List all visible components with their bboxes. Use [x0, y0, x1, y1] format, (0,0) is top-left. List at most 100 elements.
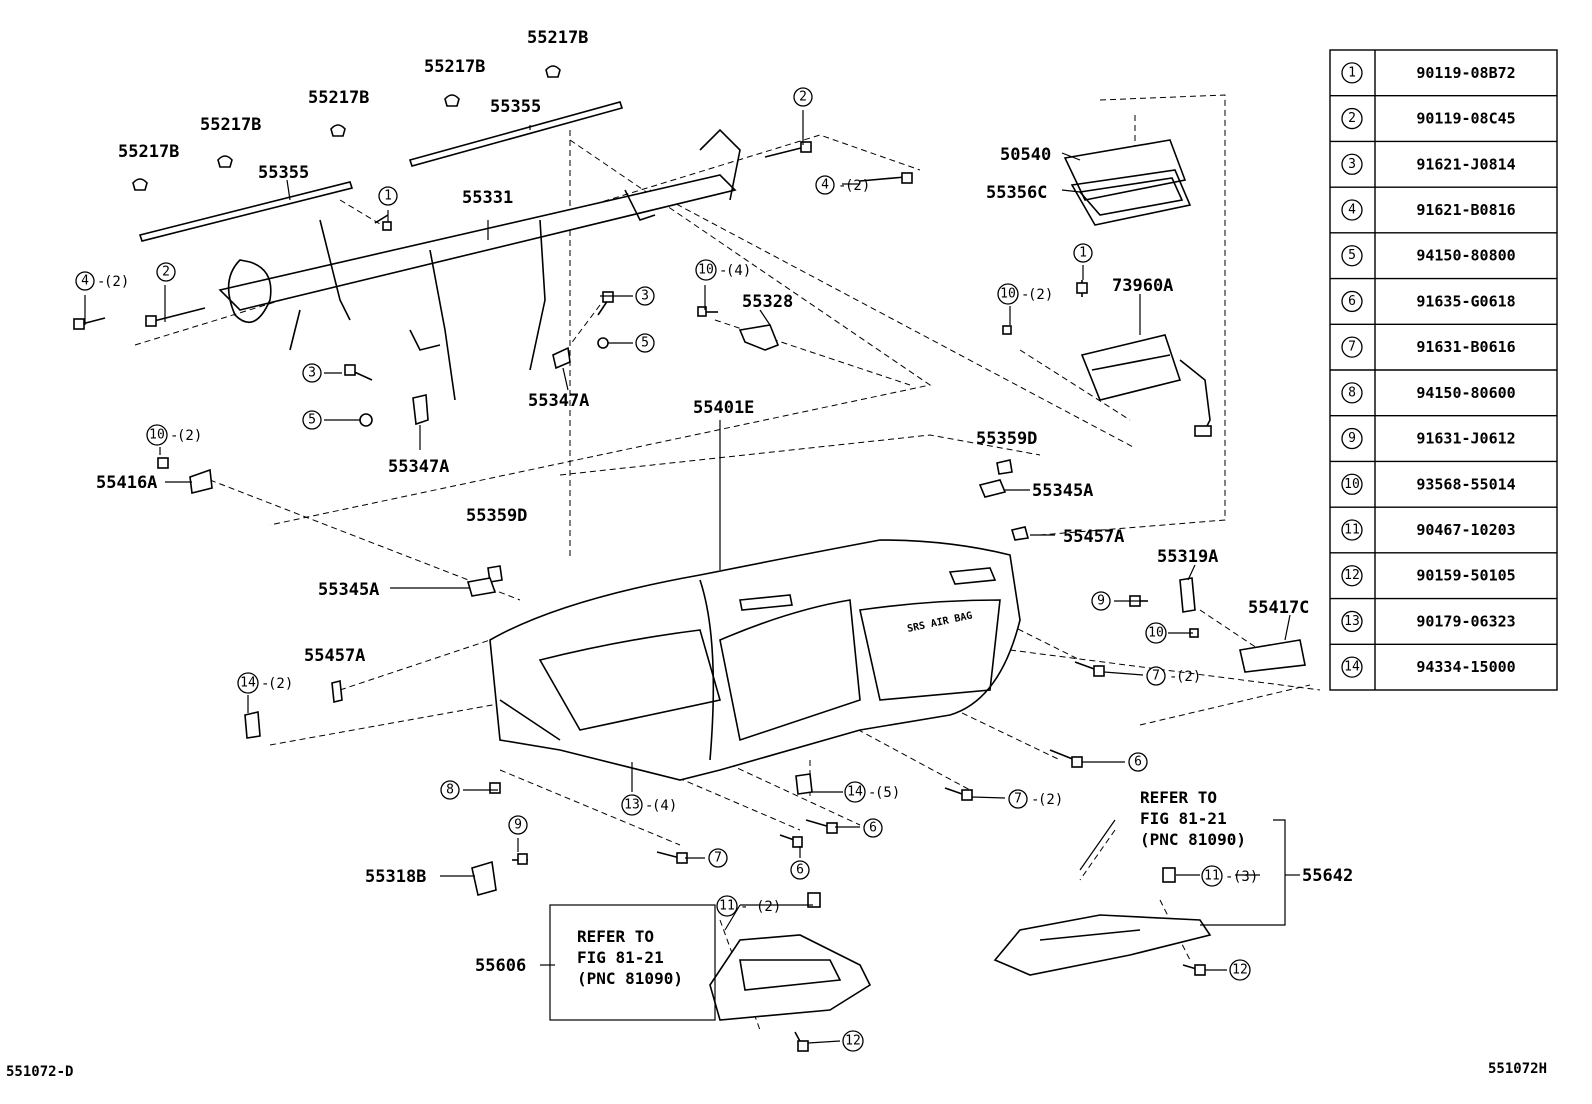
- svg-text:2: 2: [799, 90, 807, 105]
- callouts: 4-(2) 2 1 2 4-(2) 3 5 10-(4) 3 5 10-(2) …: [75, 87, 1258, 1052]
- table-row-part-number: 91621-B0816: [1416, 201, 1515, 219]
- label-55345A-b: 55345A: [1032, 481, 1093, 501]
- callout-1-airbag: 1: [1073, 243, 1093, 263]
- label-55356C: 55356C: [986, 183, 1047, 203]
- svg-text:-: -: [1225, 869, 1233, 885]
- svg-text:-: -: [1031, 792, 1039, 808]
- callout-14-b: 14-(5): [844, 781, 900, 803]
- callout-3-top: 3: [635, 286, 655, 306]
- label-55606: 55606: [475, 956, 526, 976]
- callout-13: 13-(4): [621, 794, 677, 816]
- svg-text:-: -: [97, 274, 105, 290]
- bracket-55347A-b: [412, 394, 429, 426]
- svg-text:(PNC 81090): (PNC 81090): [577, 969, 683, 988]
- callout-11-a: 11-(2): [716, 895, 781, 917]
- svg-text:-: -: [261, 676, 269, 692]
- callout-12-right: 12: [1229, 959, 1251, 981]
- svg-text:(2): (2): [845, 178, 870, 194]
- callout-10-right: 10: [1145, 622, 1167, 644]
- label-55217B-3: 55217B: [308, 88, 369, 108]
- bracket-55319A: [1179, 577, 1196, 613]
- callout-3-mid: 3: [302, 363, 322, 383]
- label-55331: 55331: [462, 188, 513, 208]
- label-55355-a: 55355: [490, 97, 541, 117]
- label-55417C: 55417C: [1248, 598, 1309, 618]
- table-row-number-circle: [1341, 519, 1363, 541]
- svg-text:14: 14: [847, 785, 863, 800]
- cushion-strip-55355-a: [138, 181, 354, 242]
- svg-text:(5): (5): [875, 785, 900, 801]
- table-row-part-number: 90467-10203: [1416, 521, 1515, 539]
- glove-box-55642: [993, 914, 1212, 976]
- table-row-number: 14: [1344, 660, 1360, 675]
- table-row-part-number: 91631-B0616: [1416, 338, 1515, 356]
- svg-text:(4): (4): [652, 798, 677, 814]
- svg-text:(2): (2): [177, 428, 202, 444]
- label-55359D-a: 55359D: [466, 506, 527, 526]
- footer-code-left: 551072-D: [6, 1064, 73, 1080]
- table-row-number-circle: [1341, 245, 1363, 267]
- callout-7-b: 7-(2): [1008, 789, 1063, 809]
- bracket-55345A-b: [978, 479, 1007, 498]
- glove-box-55606: [709, 934, 872, 1021]
- svg-text:9: 9: [514, 818, 522, 833]
- svg-text:7: 7: [1152, 669, 1160, 684]
- table-row-part-number: 91631-J0612: [1416, 430, 1515, 448]
- svg-text:12: 12: [845, 1034, 861, 1049]
- label-55401E: 55401E: [693, 398, 754, 418]
- callout-1-beam: 1: [378, 186, 398, 206]
- callout-6-b: 6: [863, 818, 883, 838]
- svg-text:3: 3: [308, 366, 316, 381]
- table-row-number: 4: [1348, 203, 1356, 218]
- svg-text:-: -: [170, 428, 178, 444]
- callout-2-left: 2: [156, 262, 176, 282]
- table-row-number: 5: [1348, 248, 1356, 263]
- pad-55457A-b: [1010, 526, 1030, 541]
- callout-10-b: 10-(2): [146, 424, 202, 446]
- bracket-55417C: [1239, 639, 1306, 673]
- table-row-part-number: 91621-J0814: [1416, 155, 1515, 173]
- svg-text:11: 11: [1204, 869, 1220, 884]
- callout-4-left: 4-(2): [75, 271, 129, 291]
- table-row-number: 12: [1344, 568, 1360, 583]
- table-row-number-circle: [1341, 62, 1363, 84]
- svg-text:-: -: [1021, 287, 1029, 303]
- callout-10-c: 10-(2): [997, 283, 1053, 305]
- footer-code-right: 551072H: [1488, 1061, 1547, 1077]
- label-50540: 50540: [1000, 145, 1051, 165]
- callout-7-a: 7-(2): [1146, 666, 1201, 686]
- bracket-55318B: [471, 860, 497, 896]
- callout-2-right: 2: [793, 87, 813, 107]
- table-row-number-circle: [1341, 473, 1363, 495]
- label-55355-b: 55355: [258, 163, 309, 183]
- table-row-number-circle: [1341, 656, 1363, 678]
- svg-text:4: 4: [821, 178, 829, 193]
- table-row-number: 13: [1344, 614, 1360, 629]
- svg-text:FIG 81-21: FIG 81-21: [1140, 809, 1227, 828]
- airbag-module-73960A: [1080, 334, 1212, 437]
- svg-text:12: 12: [1232, 963, 1248, 978]
- table-row-number: 7: [1348, 340, 1356, 355]
- svg-text:3: 3: [641, 289, 649, 304]
- table-row-number: 1: [1348, 65, 1356, 80]
- svg-text:REFER TO: REFER TO: [1140, 788, 1217, 807]
- reinforcement-beam-55331: [218, 128, 741, 401]
- callout-4-right: 4-(2): [815, 175, 870, 195]
- svg-text:-: -: [1169, 669, 1177, 685]
- svg-text:1: 1: [1079, 246, 1087, 261]
- callout-12-lower: 12: [842, 1030, 864, 1052]
- label-55345A-a: 55345A: [318, 580, 379, 600]
- refer-note-lower-right: REFER TO FIG 81-21 (PNC 81090): [1140, 788, 1246, 849]
- callout-10-a: 10-(4): [695, 259, 751, 281]
- label-55642: 55642: [1302, 866, 1353, 886]
- svg-text:(3): (3): [1233, 869, 1258, 885]
- table-row-number-circle: [1341, 565, 1363, 587]
- svg-text:7: 7: [714, 851, 722, 866]
- svg-text:(2): (2): [104, 274, 129, 290]
- table-row-number: 6: [1348, 294, 1356, 309]
- bracket-55347A-a: [552, 346, 571, 370]
- table-row-part-number: 91635-G0618: [1416, 292, 1515, 310]
- svg-text:FIG 81-21: FIG 81-21: [577, 948, 664, 967]
